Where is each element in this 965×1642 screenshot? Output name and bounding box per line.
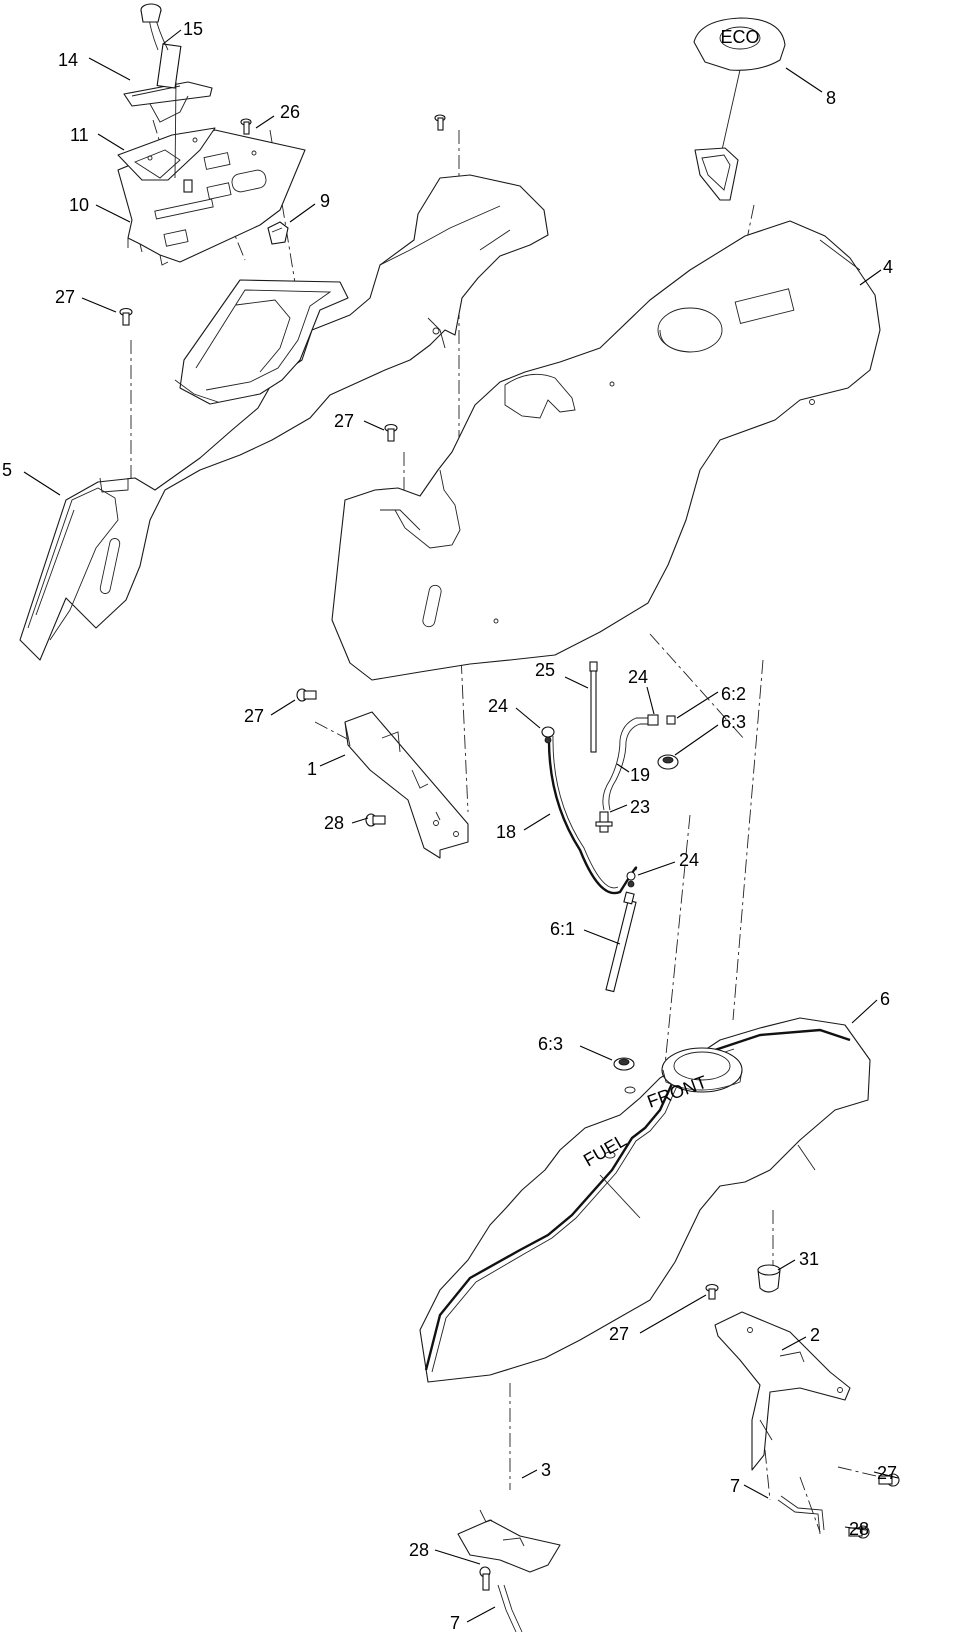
callout-27-left: 27 bbox=[55, 287, 75, 307]
callout-6: 6 bbox=[880, 989, 890, 1009]
callout-28-lower: 28 bbox=[409, 1540, 429, 1560]
fitting-23 bbox=[595, 811, 613, 833]
spring-clip-7-lower bbox=[497, 1584, 523, 1633]
callout-labels: 15 14 11 26 10 9 27 5 8 4 27 25 24 6:2 2… bbox=[2, 19, 897, 1633]
callout-1: 1 bbox=[307, 759, 317, 779]
callout-27-bracket: 27 bbox=[244, 706, 264, 726]
callout-8: 8 bbox=[826, 88, 836, 108]
callout-24-top: 24 bbox=[628, 667, 648, 687]
callout-6-1: 6:1 bbox=[550, 919, 575, 939]
callout-9: 9 bbox=[320, 191, 330, 211]
cap-brand-text: ECO bbox=[720, 27, 759, 47]
left-console-shroud bbox=[19, 174, 549, 661]
bolt-27-bracket2 bbox=[878, 1473, 900, 1487]
callout-31: 31 bbox=[799, 1249, 819, 1269]
callout-27-mid: 27 bbox=[334, 411, 354, 431]
right-tank-shroud bbox=[331, 220, 881, 681]
bolt-28-bracket bbox=[365, 813, 386, 827]
callout-7-lower: 7 bbox=[450, 1613, 460, 1633]
callout-2: 2 bbox=[810, 1325, 820, 1345]
callout-27-bracket2: 27 bbox=[877, 1463, 897, 1483]
callout-24-mid: 24 bbox=[679, 850, 699, 870]
leader-lines bbox=[23, 29, 899, 1623]
callout-3: 3 bbox=[541, 1460, 551, 1480]
clip-9 bbox=[267, 221, 289, 245]
pickup-tube-6-1 bbox=[605, 891, 637, 993]
fuel-tank: FRONT FUEL bbox=[419, 1017, 871, 1383]
callout-4: 4 bbox=[883, 257, 893, 277]
screw-27-left bbox=[119, 307, 133, 326]
callout-19: 19 bbox=[630, 765, 650, 785]
screw-26 bbox=[240, 118, 252, 135]
callout-7-right: 7 bbox=[730, 1476, 740, 1496]
callout-6-2: 6:2 bbox=[721, 684, 746, 704]
bracket-1 bbox=[344, 711, 469, 859]
fuel-hose-19 bbox=[602, 714, 676, 811]
callout-27-tank: 27 bbox=[609, 1324, 629, 1344]
callout-6-3-lower: 6:3 bbox=[538, 1034, 563, 1054]
fuel-hose-18 bbox=[547, 735, 638, 895]
tie-strap-25 bbox=[589, 661, 598, 753]
callout-6-3-upper: 6:3 bbox=[721, 712, 746, 732]
shift-plate bbox=[117, 127, 216, 181]
callout-11: 11 bbox=[70, 125, 89, 145]
clamp-24-b bbox=[626, 871, 636, 888]
callout-26: 26 bbox=[280, 102, 300, 122]
screw-27-top-center bbox=[434, 114, 446, 131]
callout-25: 25 bbox=[535, 660, 555, 680]
spring-clip-7-right bbox=[777, 1495, 825, 1535]
callout-5: 5 bbox=[2, 460, 12, 480]
bolt-27-bracket bbox=[296, 688, 317, 702]
callout-23: 23 bbox=[630, 797, 650, 817]
callout-15: 15 bbox=[183, 19, 203, 39]
bolt-28-bracket3 bbox=[479, 1566, 491, 1591]
callout-24-left: 24 bbox=[488, 696, 508, 716]
screw-27-tank bbox=[705, 1283, 719, 1300]
clamp-24-a bbox=[541, 726, 555, 744]
fuel-cap: ECO bbox=[693, 17, 786, 201]
shift-lever-assembly bbox=[123, 3, 213, 193]
callout-28-bracket2: 28 bbox=[849, 1519, 869, 1539]
screw-27-mid bbox=[384, 423, 398, 442]
callout-10: 10 bbox=[69, 195, 89, 215]
callout-18: 18 bbox=[496, 822, 516, 842]
callout-28-bracket: 28 bbox=[324, 813, 344, 833]
grommet-6-3-lower bbox=[613, 1057, 635, 1071]
callout-14: 14 bbox=[58, 50, 78, 70]
bumper-31 bbox=[757, 1264, 781, 1293]
grommet-6-3-upper bbox=[657, 754, 679, 770]
bracket-2 bbox=[714, 1311, 851, 1471]
bracket-3 bbox=[457, 1509, 561, 1573]
